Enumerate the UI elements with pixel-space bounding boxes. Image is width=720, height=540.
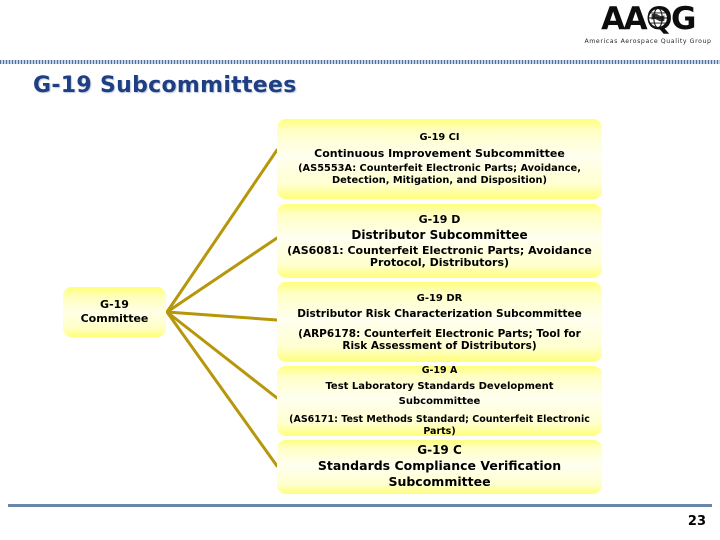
node-g19-c[interactable]: G-19 C Standards Compliance Verification… [277,440,602,494]
connector-to-a [165,310,279,400]
node-code: G-19 D [418,213,461,226]
node-name: Distributor Risk Characterization Subcom… [297,308,582,320]
connector-to-ci [165,148,279,314]
node-g19-committee[interactable]: G-19 Committee [63,287,166,337]
node-g19-a[interactable]: G-19 A Test Laboratory Standards Develop… [277,365,602,437]
node-g19-dr[interactable]: G-19 DR Distributor Risk Characterizatio… [277,282,602,362]
node-g19-d[interactable]: G-19 D Distributor Subcommittee (AS6081:… [277,204,602,278]
page-number: 23 [687,514,706,529]
node-name: Standards Compliance Verification Subcom… [317,457,562,489]
node-code: G-19 A [421,365,458,376]
connector-to-d [165,236,279,314]
connector-to-c [165,310,279,468]
node-standard: (ARP6178: Counterfeit Electronic Parts; … [298,328,581,352]
node-standard: (AS5553A: Counterfeit Electronic Parts; … [298,163,581,186]
node-standard: (AS6081: Counterfeit Electronic Parts; A… [287,244,592,269]
node-code: G-19 DR [416,293,463,304]
node-code: G-19 C [417,442,462,457]
node-root-line2: Committee [80,312,149,325]
node-g19-ci[interactable]: G-19 CI Continuous Improvement Subcommit… [277,119,602,199]
header-divider [0,60,720,64]
node-name: Test Laboratory Standards Development Su… [325,381,554,407]
node-standard: (AS6171: Test Methods Standard; Counterf… [289,414,590,437]
node-name: Continuous Improvement Subcommittee [314,147,565,160]
node-name: Distributor Subcommittee [351,228,528,242]
page-title: G-19 Subcommittees [33,73,297,98]
footer-divider [8,504,712,507]
node-code: G-19 CI [419,132,460,143]
node-root-line1: G-19 [100,298,129,311]
logo-tagline: Americas Aerospace Quality Group [584,38,712,45]
connector-to-dr [165,310,279,322]
